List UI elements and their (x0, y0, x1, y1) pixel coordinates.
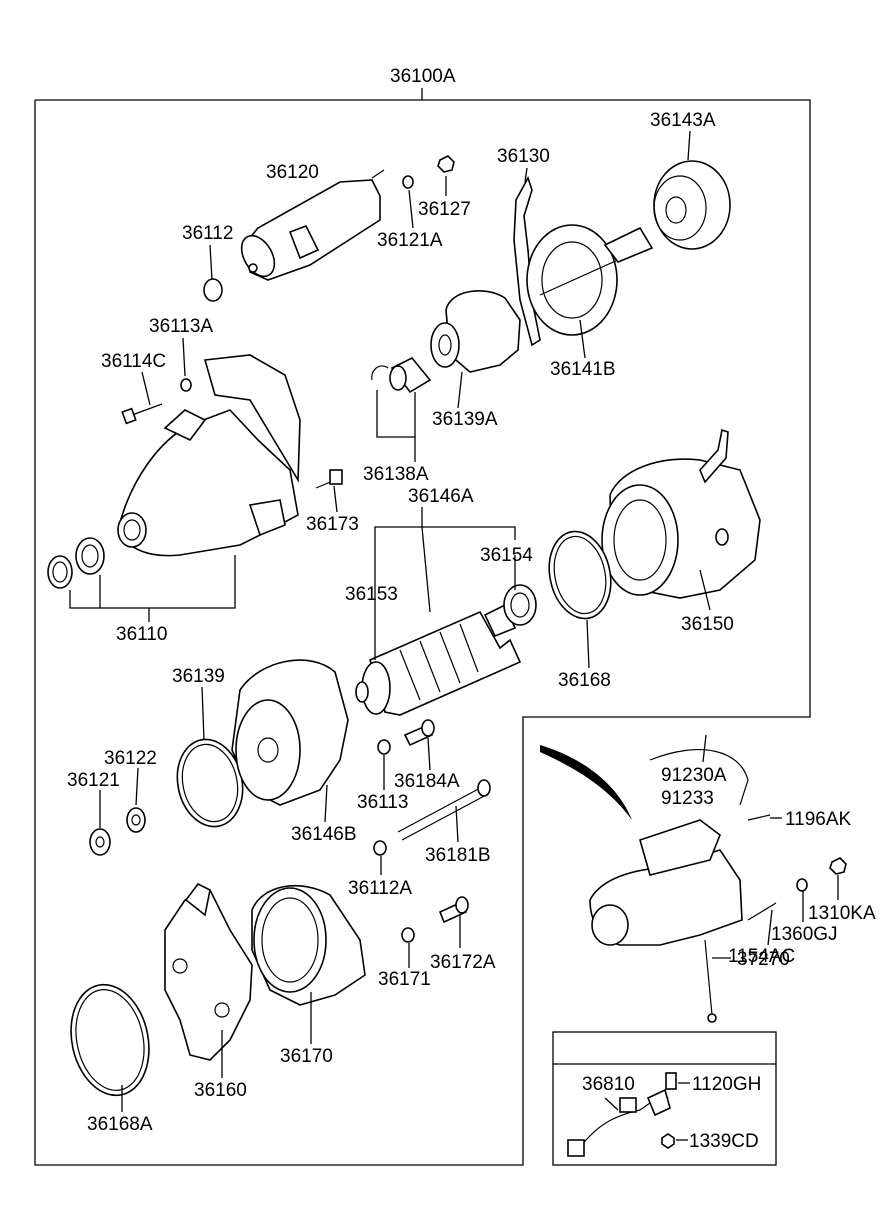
brush-holder-part (164, 882, 253, 1061)
bearing-36143A (653, 160, 731, 250)
stud-1154AC (747, 902, 777, 921)
label-36130: 36130 (497, 146, 550, 167)
label-36122: 36122 (104, 748, 157, 769)
assembly-frame (34, 88, 811, 1166)
label-36120: 36120 (266, 162, 319, 183)
part-labels: 36100A 36143A 36130 36120 36127 36121A 3… (67, 66, 876, 1152)
label-36127: 36127 (418, 199, 471, 220)
solenoid-part (240, 169, 385, 281)
label-36146A: 36146A (408, 486, 474, 507)
o-ring-36168 (548, 530, 612, 620)
label-36154: 36154 (480, 545, 533, 566)
label-91233: 91233 (661, 788, 714, 809)
label-36112A: 36112A (348, 878, 412, 899)
bolt-36184A (403, 719, 435, 747)
label-assembly: 36100A (390, 66, 456, 87)
washer-36112 (203, 278, 223, 302)
label-36121A: 36121A (377, 230, 443, 251)
label-1154AC: 1154AC (728, 946, 795, 967)
label-36168: 36168 (558, 670, 611, 691)
label-36173: 36173 (306, 514, 359, 535)
rear-cover-part (251, 884, 366, 1006)
washer-36121 (89, 828, 111, 856)
leader-lines (69, 130, 839, 1141)
through-bolt-36181B (397, 779, 491, 841)
label-36171: 36171 (378, 969, 431, 990)
label-36139: 36139 (172, 666, 225, 687)
label-36153: 36153 (345, 584, 398, 605)
bolt-1120GH (665, 1072, 677, 1090)
washer-36171 (401, 927, 415, 943)
label-36113: 36113 (357, 792, 408, 813)
sleeve-36138A (371, 356, 432, 394)
washer-1360GJ (796, 878, 808, 892)
nut-1339CD (661, 1133, 675, 1149)
label-1339CD: 1339CD (689, 1131, 759, 1152)
front-housing-part (117, 354, 301, 557)
bolt-36172A (438, 896, 469, 924)
washer-36122 (126, 807, 146, 833)
label-36143A: 36143A (650, 110, 716, 131)
pinion-gear-part (430, 290, 521, 373)
bushings-36110 (47, 537, 105, 589)
assembled-starter (540, 745, 749, 946)
label-36110: 36110 (116, 624, 167, 645)
label-91230A: 91230A (661, 765, 727, 786)
nut-1310KA (829, 857, 847, 875)
label-1120GH: 1120GH (692, 1074, 761, 1095)
bolt-36173 (315, 469, 343, 489)
o-ring-36168A (70, 983, 150, 1097)
label-36810: 36810 (582, 1074, 635, 1095)
yoke-housing-part (601, 428, 761, 599)
label-36172A: 36172A (430, 952, 496, 973)
label-36146B: 36146B (291, 824, 357, 845)
end-frame-part (231, 659, 349, 806)
harness-36810 (567, 1088, 671, 1157)
armature-part (355, 603, 522, 716)
bearing-36154 (503, 584, 537, 626)
washer-36113 (377, 739, 391, 755)
label-36121: 36121 (67, 770, 120, 791)
washer-36112A (373, 840, 387, 856)
label-36160: 36160 (194, 1080, 247, 1101)
label-1310KA: 1310KA (808, 903, 876, 924)
label-36181B: 36181B (425, 845, 491, 866)
label-36150: 36150 (681, 614, 734, 635)
label-1360GJ: 1360GJ (771, 924, 838, 945)
harness-kit-box (552, 1031, 777, 1166)
label-36113A: 36113A (149, 316, 213, 337)
label-36168A: 36168A (87, 1114, 153, 1135)
label-36138A: 36138A (363, 464, 429, 485)
label-36141B: 36141B (550, 359, 616, 380)
label-37270: 37270 (737, 949, 790, 970)
wire-37270 (704, 939, 717, 1023)
washer-36113A (180, 378, 192, 392)
label-36112: 36112 (182, 223, 233, 244)
label-36170: 36170 (280, 1046, 333, 1067)
nut-36127 (437, 155, 455, 173)
bolt-36114C (121, 403, 163, 425)
drive-housing-part (526, 224, 654, 336)
label-36139A: 36139A (432, 409, 498, 430)
washer-36121A (402, 175, 414, 189)
label-36184A: 36184A (394, 771, 460, 792)
label-1196AK: 1196AK (785, 809, 852, 830)
label-36114C: 36114C (101, 351, 166, 372)
